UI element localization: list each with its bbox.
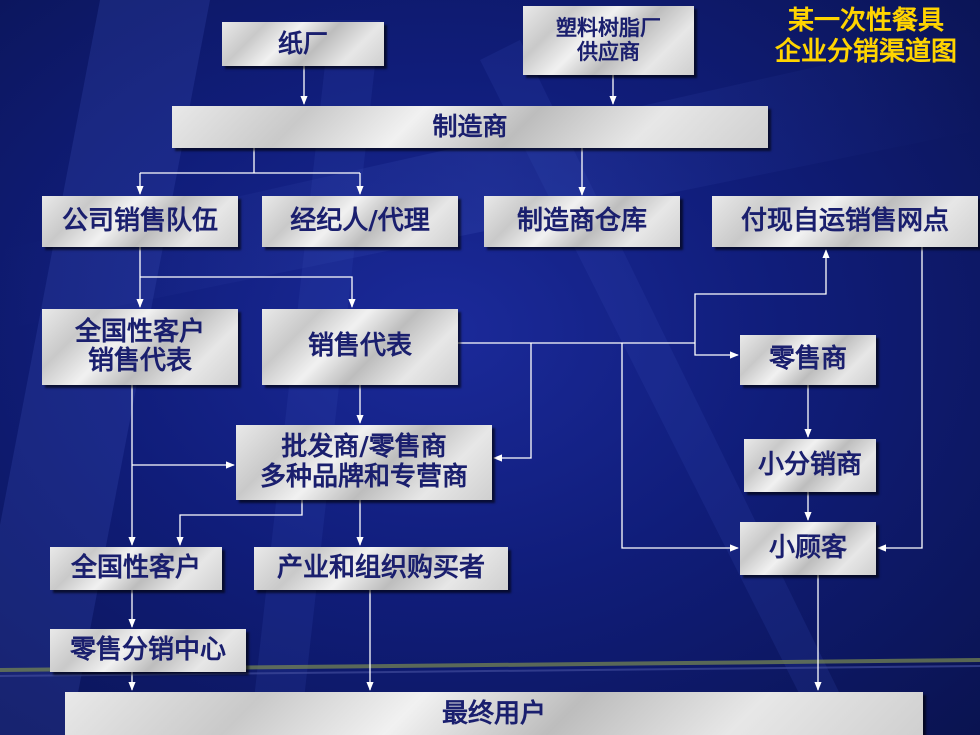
node-manufacturer-warehouse-label: 制造商仓库 xyxy=(516,205,647,236)
node-broker-agent-label: 经纪人/代理 xyxy=(290,205,430,236)
node-wholesaler: 批发商/零售商 多种品牌和专营商 xyxy=(236,425,492,500)
edge-wholesaler-to-national xyxy=(176,500,303,546)
node-manufacturer-warehouse: 制造商仓库 xyxy=(484,196,680,247)
node-paper-mill: 纸厂 xyxy=(222,22,384,66)
node-small-distributor-label: 小分销商 xyxy=(757,449,862,480)
node-resin-supplier: 塑料树脂厂 供应商 xyxy=(523,6,694,75)
node-industrial-buyers: 产业和组织购买者 xyxy=(254,547,508,590)
node-wholesaler-line1: 批发商/零售商 xyxy=(281,432,447,463)
node-end-user-label: 最终用户 xyxy=(441,699,546,730)
node-national-account-rep: 全国性客户 销售代表 xyxy=(42,309,238,385)
node-retailer-label: 零售商 xyxy=(768,344,847,375)
node-resin-supplier-line2: 供应商 xyxy=(577,39,640,64)
node-resin-supplier-line1: 塑料树脂厂 xyxy=(556,15,661,40)
node-paper-mill-label: 纸厂 xyxy=(277,29,328,58)
node-national-account-rep-line1: 全国性客户 xyxy=(74,316,205,347)
node-national-account-rep-line2: 销售代表 xyxy=(87,346,192,376)
node-national-account-label: 全国性客户 xyxy=(70,552,201,583)
node-retailer: 零售商 xyxy=(740,335,876,385)
node-sales-rep-label: 销售代表 xyxy=(307,331,412,362)
node-company-sales-team: 公司销售队伍 xyxy=(42,196,238,247)
node-wholesaler-line2: 多种品牌和专营商 xyxy=(259,461,468,492)
node-manufacturer-label: 制造商 xyxy=(432,112,508,141)
node-small-distributor: 小分销商 xyxy=(744,439,876,492)
node-retail-dc-label: 零售分销中心 xyxy=(69,634,226,665)
node-small-customer-label: 小顾客 xyxy=(768,532,847,563)
diagram-title: 某一次性餐具 企业分销渠道图 xyxy=(752,6,980,68)
node-industrial-buyers-label: 产业和组织购买者 xyxy=(276,552,485,583)
node-small-customer: 小顾客 xyxy=(740,522,876,575)
node-sales-rep: 销售代表 xyxy=(262,309,458,385)
node-broker-agent: 经纪人/代理 xyxy=(262,196,458,247)
node-retail-dc: 零售分销中心 xyxy=(50,629,246,672)
node-cash-carry-outlet: 付现自运销售网点 xyxy=(712,196,978,247)
node-cash-carry-outlet-label: 付现自运销售网点 xyxy=(740,205,949,236)
node-end-user: 最终用户 xyxy=(65,692,923,735)
title-line1: 某一次性餐具 xyxy=(787,6,944,36)
title-line2: 企业分销渠道图 xyxy=(774,37,957,68)
node-national-account: 全国性客户 xyxy=(50,547,222,590)
node-manufacturer: 制造商 xyxy=(172,106,768,148)
node-company-sales-team-label: 公司销售队伍 xyxy=(61,205,218,236)
